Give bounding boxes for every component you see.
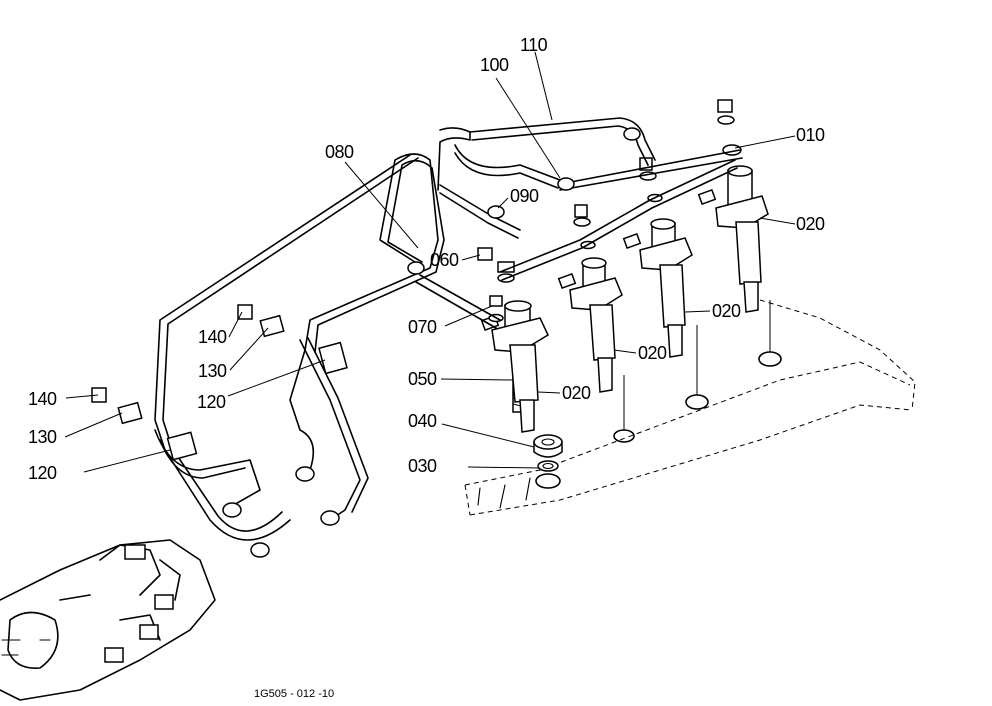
callout-080: 080: [325, 142, 354, 162]
cylinder-head-outline: [464, 299, 916, 516]
callout-060: 060: [430, 250, 459, 270]
callout-130-lower: 130: [28, 427, 57, 447]
washer-040: [533, 434, 563, 458]
injector-4: [697, 165, 769, 313]
callout-120-upper: 120: [197, 392, 226, 412]
callout-090: 090: [510, 186, 539, 206]
callout-140-upper: 140: [198, 327, 227, 347]
callout-010: 010: [796, 125, 825, 145]
callout-100: 100: [480, 55, 509, 75]
clamps-and-bolts: [91, 304, 348, 461]
callout-050: 050: [408, 369, 437, 389]
high-pressure-pipes: [154, 153, 521, 558]
injection-pump: [0, 539, 216, 701]
callout-070: 070: [408, 317, 437, 337]
injector-3: [622, 218, 693, 358]
callout-020-injector-1: 020: [562, 383, 591, 403]
callout-040: 040: [408, 411, 437, 431]
drawing-code: 1G505 - 012 -10: [254, 688, 335, 700]
leak-off-pipe: [437, 117, 743, 281]
callout-140-lower: 140: [28, 389, 57, 409]
injector-1: [480, 300, 549, 433]
callout-030: 030: [408, 456, 437, 476]
callout-020-injector-4: 020: [796, 214, 825, 234]
callout-130-upper: 130: [198, 361, 227, 381]
injector-2: [557, 257, 623, 393]
callout-020-injector-2: 020: [638, 343, 667, 363]
callout-120-lower: 120: [28, 463, 57, 483]
leader-lines: [64, 51, 796, 473]
gasket-030: [537, 460, 559, 472]
callout-110: 110: [520, 35, 548, 55]
injector-seats: [535, 300, 782, 489]
callout-020-injector-3: 020: [712, 301, 741, 321]
